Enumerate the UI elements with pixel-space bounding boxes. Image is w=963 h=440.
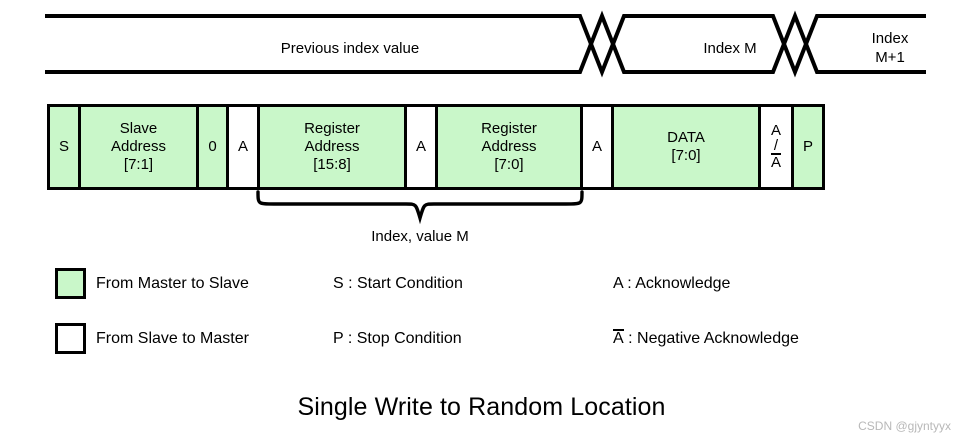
figure-title: Single Write to Random Location xyxy=(297,393,666,421)
packet-cell-ack-2-label: A xyxy=(415,138,426,155)
index-waveform-svg xyxy=(45,10,926,78)
packet-cell-rw-bit: 0 xyxy=(199,107,229,187)
packet-cell-ack-or-nack-ack: A xyxy=(770,122,781,140)
legend-label-slave-to-master: From Slave to Master xyxy=(96,330,249,347)
packet-cell-slave-address-label: Slave Address [7:1] xyxy=(110,120,167,173)
legend-nack-text: : Negative Acknowledge xyxy=(623,330,799,347)
packet-cell-data-byte: DATA [7:0] xyxy=(614,107,761,187)
packet-cell-ack-1-label: A xyxy=(237,138,248,155)
packet-cell-ack-2: A xyxy=(407,107,438,187)
packet-cell-stop-label: P xyxy=(802,138,813,155)
packet-cell-ack-or-nack-nack: A xyxy=(770,153,781,172)
watermark: CSDN @gjyntyyx xyxy=(858,419,951,433)
legend-swatch-master-to-slave xyxy=(55,268,86,299)
packet-cell-stop: P xyxy=(794,107,822,187)
packet-cell-ack-or-nack: A / A xyxy=(761,107,794,187)
packet-cell-rw-bit-label: 0 xyxy=(208,138,217,155)
packet-cell-register-address-low: Register Address [7:0] xyxy=(438,107,583,187)
packet-cell-start: S xyxy=(50,107,81,187)
legend-label-master-to-slave: From Master to Slave xyxy=(96,275,249,292)
legend-nack-symbol: A xyxy=(613,329,624,347)
packet-cell-data-byte-label: DATA [7:0] xyxy=(667,129,705,164)
index-waveform: Previous index value Index M Index M+1 xyxy=(40,6,930,90)
legend-label-start-condition: S : Start Condition xyxy=(333,275,463,292)
index-value-brace xyxy=(250,190,590,230)
brace-path xyxy=(256,190,584,225)
packet-cell-register-address-low-label: Register Address [7:0] xyxy=(481,120,537,173)
i2c-packet-frame: S Slave Address [7:1] 0 A Register Addre… xyxy=(47,104,825,190)
legend-swatch-slave-to-master xyxy=(55,323,86,354)
index-value-brace-svg xyxy=(256,190,584,225)
legend-label-negative-acknowledge: A : Negative Acknowledge xyxy=(613,329,799,349)
packet-cell-start-label: S xyxy=(58,138,69,155)
packet-cell-register-address-high-label: Register Address [15:8] xyxy=(304,120,360,173)
waveform-upper-edge xyxy=(45,14,926,78)
waveform-lower-edge xyxy=(45,10,926,74)
legend-label-acknowledge: A : Acknowledge xyxy=(613,275,731,292)
packet-cell-ack-3: A xyxy=(583,107,614,187)
packet-cell-slave-address: Slave Address [7:1] xyxy=(81,107,199,187)
packet-cell-ack-1: A xyxy=(229,107,260,187)
packet-cell-ack-3-label: A xyxy=(591,138,602,155)
legend-label-stop-condition: P : Stop Condition xyxy=(333,330,462,347)
packet-cell-register-address-high: Register Address [15:8] xyxy=(260,107,407,187)
index-value-brace-label: Index, value M xyxy=(371,228,469,245)
packet-cell-ack-or-nack-slash: / xyxy=(773,137,779,155)
